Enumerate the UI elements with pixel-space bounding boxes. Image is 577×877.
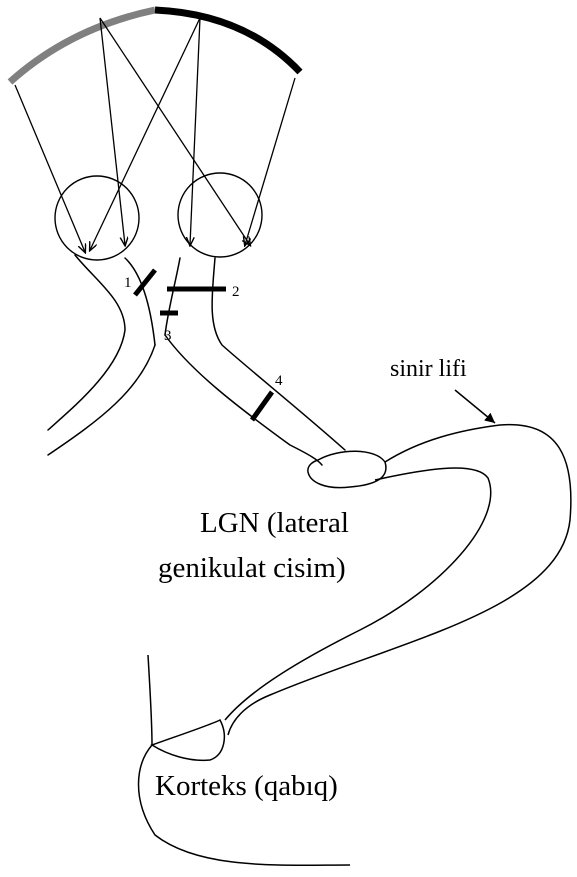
ray-right-outer [245,78,295,245]
left-tract-lower [48,345,155,455]
nerve-fiber-label: sinir lifi [390,356,467,382]
visual-field-arc [10,10,300,82]
light-rays [15,18,295,252]
left-eye-icon [55,176,139,260]
cut-3-label: 3 [164,328,172,344]
lgn-body [308,451,386,487]
ray-top-to-left-eye [90,18,200,250]
ray-center-to-right-eye [100,18,250,245]
nerve-fiber-lower [225,468,491,720]
cut-4-marker [252,392,272,420]
right-tract-lower [165,335,322,465]
lgn-label-line-1: LGN (lateral [200,507,349,539]
cut-2-label: 2 [232,284,240,300]
cortex-outline [139,655,351,865]
nerve-fiber-pointer-arrow [455,390,495,423]
lgn-label-line-2: genikulat cisim) [158,552,346,584]
right-eye-icon [178,173,262,257]
ray-left-outer [15,85,85,252]
left-visual-field-arc [10,10,155,82]
cortex-label: Korteks (qabıq) [155,770,338,802]
cut-1-label: 1 [124,275,132,291]
ray-top-to-right-eye [190,18,200,245]
right-nerve-inner [165,258,180,335]
ray-center-to-left-eye [100,18,125,245]
cut-1-marker [135,270,155,295]
cortex-nucleus [152,720,224,760]
cut-4-label: 4 [275,373,283,389]
left-nerve-outer [48,255,125,430]
left-nerve-inner [125,258,155,345]
right-visual-field-arc [155,10,300,72]
